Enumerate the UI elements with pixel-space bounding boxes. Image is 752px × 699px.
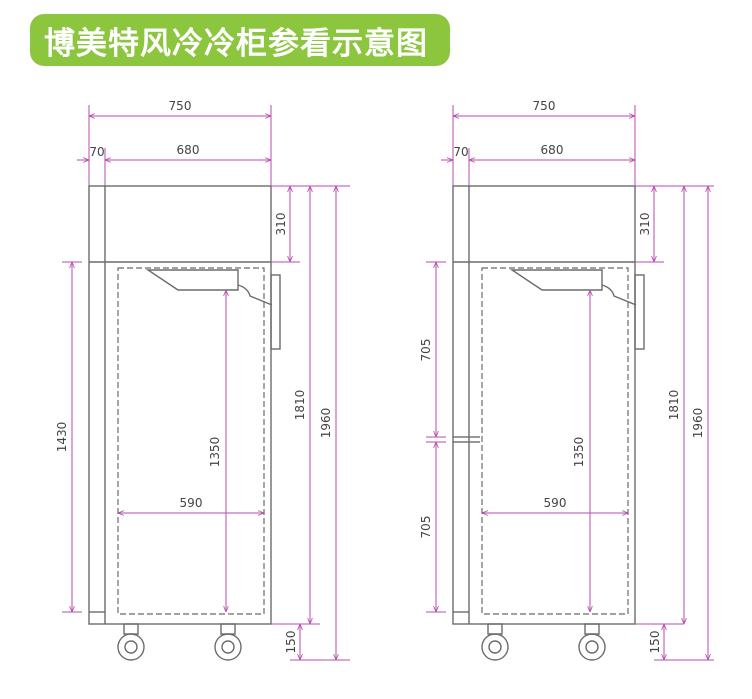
evaporator-unit	[509, 269, 603, 291]
evaporator-unit	[145, 269, 239, 291]
dim-overall-width: 750	[88, 99, 272, 186]
label-1960: 1960	[691, 408, 705, 439]
page-title: 博美特风冷冷柜参看示意图	[44, 25, 428, 62]
interior-outline	[481, 267, 629, 615]
label-1350: 1350	[572, 437, 586, 468]
label-705-lower: 705	[419, 516, 433, 539]
label-1430: 1430	[55, 422, 69, 453]
cabinet-body-outline	[88, 185, 272, 625]
label-1960: 1960	[319, 408, 333, 439]
dim-side-and-inner: 70 680	[77, 143, 271, 186]
label-70: 70	[89, 145, 104, 159]
caster-left	[481, 623, 509, 661]
label-1810: 1810	[667, 390, 681, 421]
label-150: 150	[284, 631, 298, 654]
cabinet-double-door: 750 70 680 1350 590 705 705	[419, 99, 714, 661]
label-310: 310	[638, 213, 652, 236]
label-590: 590	[544, 496, 567, 510]
label-150: 150	[648, 631, 662, 654]
cabinet-body-outline	[452, 185, 636, 625]
label-310: 310	[274, 213, 288, 236]
caster-right	[214, 623, 242, 661]
label-680: 680	[541, 143, 564, 157]
door-handle	[634, 274, 645, 350]
label-750: 750	[169, 99, 192, 113]
label-680: 680	[177, 143, 200, 157]
interior-outline	[117, 267, 265, 615]
dim-side-and-inner: 70 680	[441, 143, 635, 186]
label-705-upper: 705	[419, 339, 433, 362]
door-handle	[270, 274, 281, 350]
dim-overall-width: 750	[452, 99, 636, 186]
label-1810: 1810	[293, 390, 307, 421]
label-1350: 1350	[208, 437, 222, 468]
caster-right	[578, 623, 606, 661]
title-banner: 博美特风冷冷柜参看示意图	[30, 14, 450, 66]
label-70: 70	[453, 145, 468, 159]
caster-left	[117, 623, 145, 661]
cabinet-single-door: 750 70 680 1350 590 1430	[55, 99, 350, 661]
drain-pipe	[237, 284, 273, 306]
drain-pipe	[601, 284, 637, 306]
label-590: 590	[180, 496, 203, 510]
label-750: 750	[533, 99, 556, 113]
